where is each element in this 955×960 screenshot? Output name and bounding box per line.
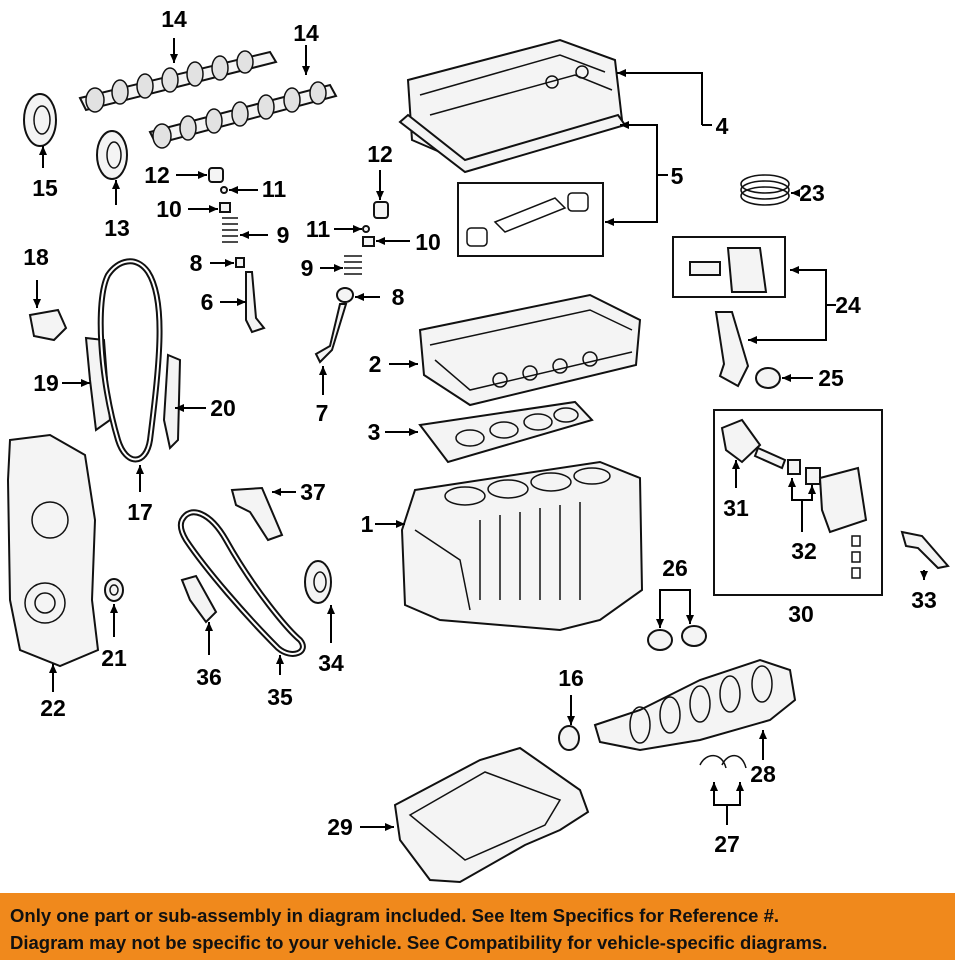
- callout-6: 6: [201, 289, 214, 315]
- engine-parts-diagram: 14 14 4 5 15 13 12 11 10 9 8 6 12 11 10 …: [6, 6, 950, 884]
- cam-sprocket-13: [96, 130, 128, 180]
- callout-21: 21: [101, 645, 127, 671]
- callout-20: 20: [210, 395, 236, 421]
- callout-27: 27: [714, 831, 740, 857]
- head-gasket: [418, 400, 594, 464]
- callout-12a: 12: [144, 162, 170, 188]
- callout-37: 37: [300, 479, 326, 505]
- valve-cover: [398, 38, 627, 174]
- callout-8b: 8: [392, 284, 405, 310]
- callout-14a: 14: [161, 6, 187, 32]
- callout-12b: 12: [367, 141, 393, 167]
- callout-14b: 14: [293, 20, 319, 46]
- callout-32: 32: [791, 538, 817, 564]
- valve-train-right: [314, 201, 389, 364]
- oil-pan: [393, 746, 590, 884]
- callout-11a: 11: [262, 176, 287, 202]
- timing-tensioner: [28, 308, 68, 342]
- camshaft-lower: [148, 81, 338, 149]
- cylinder-head: [418, 293, 642, 407]
- oil-pump-box: [713, 409, 883, 596]
- callout-36: 36: [196, 664, 222, 690]
- main-bearings-26: [647, 625, 707, 651]
- callout-26: 26: [662, 555, 688, 581]
- callout-numbers: 14 14 4 5 15 13 12 11 10 9 8 6 12 11 10 …: [23, 6, 937, 857]
- sprocket-34: [304, 560, 332, 604]
- callout-34: 34: [318, 650, 344, 676]
- callout-4: 4: [716, 113, 729, 139]
- disclaimer-banner: Only one part or sub-assembly in diagram…: [0, 893, 955, 960]
- cam-sprocket-15: [23, 93, 57, 147]
- callout-24: 24: [835, 292, 861, 318]
- crank-gear-16: [558, 725, 580, 751]
- callout-3: 3: [368, 419, 381, 445]
- piston-assembly-box: [672, 236, 786, 298]
- callout-25: 25: [818, 365, 844, 391]
- callout-22: 22: [40, 695, 66, 721]
- callout-30: 30: [788, 601, 814, 627]
- callout-10b: 10: [415, 229, 441, 255]
- callout-9b: 9: [301, 255, 314, 281]
- callout-11b: 11: [306, 216, 331, 242]
- timing-chain: [97, 258, 163, 463]
- timing-guide-20: [162, 353, 182, 451]
- callout-29: 29: [327, 814, 353, 840]
- callout-33: 33: [911, 587, 937, 613]
- valve-train-left: [208, 167, 266, 334]
- callout-5: 5: [671, 163, 684, 189]
- timing-cover: [6, 433, 100, 668]
- callout-18: 18: [23, 244, 49, 270]
- connecting-rod: [714, 311, 750, 388]
- piston-rings: [740, 174, 790, 206]
- callout-17: 17: [127, 499, 153, 525]
- crankshaft: [593, 658, 797, 752]
- callout-31: 31: [723, 495, 749, 521]
- callout-23: 23: [799, 180, 825, 206]
- callout-1: 1: [361, 511, 374, 537]
- rod-bearing: [755, 367, 781, 389]
- thrust-washers-27: [699, 754, 747, 769]
- disclaimer-line-1: Only one part or sub-assembly in diagram…: [10, 905, 780, 926]
- balance-chain: [177, 509, 306, 657]
- callout-10a: 10: [156, 196, 182, 222]
- callout-8a: 8: [190, 250, 203, 276]
- callout-16: 16: [558, 665, 584, 691]
- guide-36: [180, 574, 218, 624]
- bracket-33: [900, 530, 950, 570]
- leader-lines: [33, 38, 928, 831]
- callout-19: 19: [33, 370, 59, 396]
- engine-block: [400, 460, 644, 632]
- camshaft-upper: [78, 50, 278, 113]
- callout-13: 13: [104, 215, 130, 241]
- callout-9a: 9: [277, 222, 290, 248]
- callout-15: 15: [32, 175, 58, 201]
- seal-21: [104, 578, 124, 602]
- callout-35: 35: [267, 684, 293, 710]
- callout-28: 28: [750, 761, 776, 787]
- valve-cover-gasket-kit: [457, 182, 604, 257]
- guide-37: [230, 486, 284, 542]
- callout-2: 2: [369, 351, 382, 377]
- callout-7: 7: [316, 400, 329, 426]
- disclaimer-line-2: Diagram may not be specific to your vehi…: [10, 932, 828, 953]
